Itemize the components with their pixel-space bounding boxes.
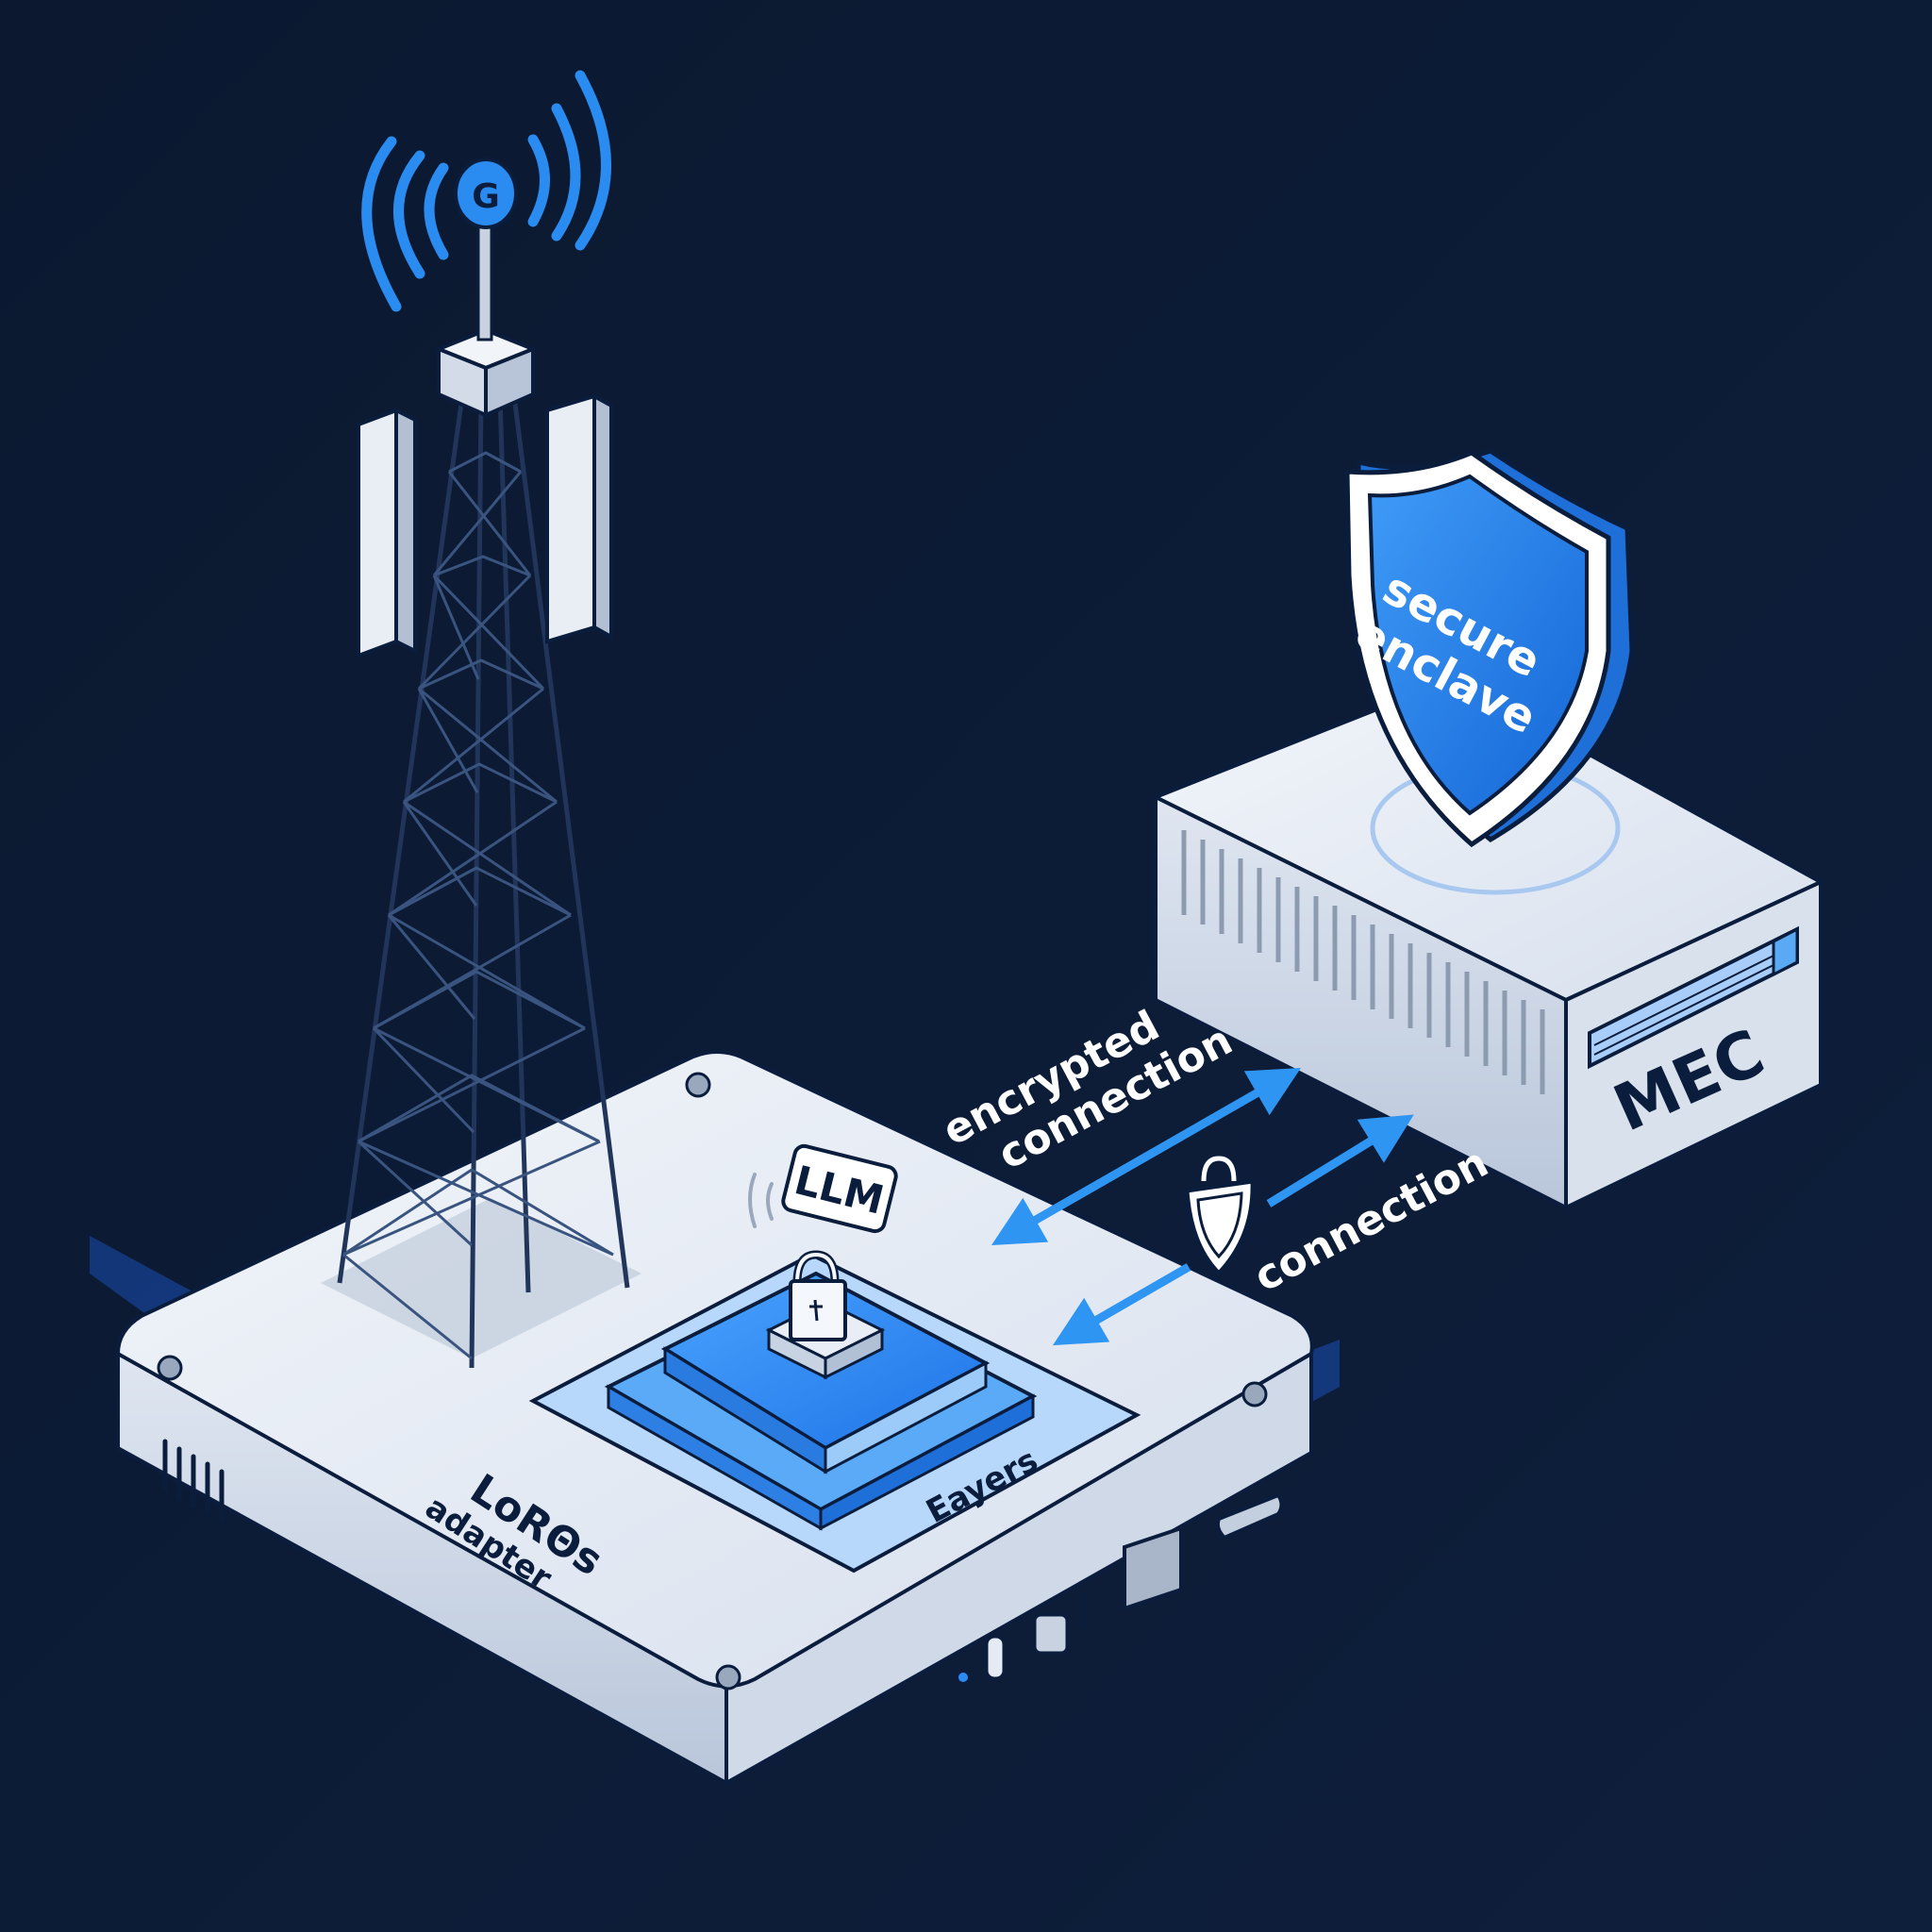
port-panel (957, 1492, 1284, 1684)
cell-tower: G (321, 70, 641, 1369)
power-port (1033, 1613, 1069, 1655)
server-vent (1181, 830, 1545, 1094)
antenna-panel-right (545, 392, 613, 644)
screw (715, 1664, 741, 1690)
connection-arrow-lower (1052, 1263, 1191, 1346)
encrypted-connection-arrow (991, 1067, 1302, 1246)
status-led (957, 1671, 970, 1684)
network-badge-letter: G (472, 177, 500, 216)
screw (157, 1355, 183, 1381)
ethernet-port (1123, 1525, 1183, 1611)
lattice-bracing (342, 451, 614, 1360)
antenna-panel-left (357, 407, 417, 658)
radio-waves-icon (361, 70, 611, 312)
model-layer-stack (604, 1271, 1038, 1531)
shield-lock-icon (1184, 1153, 1256, 1277)
padlock-icon (765, 1250, 886, 1380)
llm-tag: LLM (748, 1143, 898, 1234)
mast (476, 225, 493, 341)
network-badge: G (454, 158, 518, 229)
vent-grille (162, 1439, 225, 1524)
connection-arrow-upper (1266, 1114, 1414, 1208)
tower-top-box (433, 327, 539, 419)
shield-icon (1344, 448, 1635, 848)
usb-a-port (1215, 1492, 1284, 1541)
usb-c-port (985, 1635, 1006, 1680)
screw (1241, 1381, 1268, 1407)
screw (685, 1072, 711, 1098)
mec-server: MEC secure enclave (1151, 448, 1825, 1211)
wave-icon (748, 1173, 757, 1228)
drive-bay (1588, 925, 1799, 1070)
